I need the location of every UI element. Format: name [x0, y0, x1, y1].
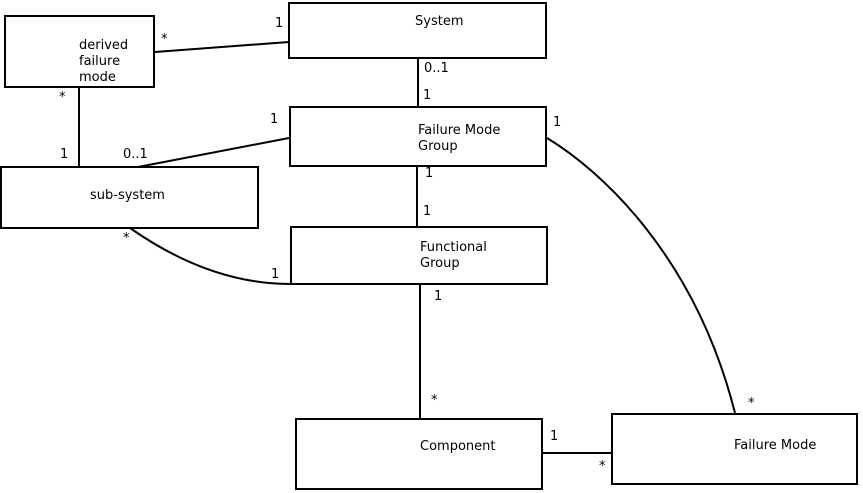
multiplicity-failure-mode-group--failure-mode-target: *: [748, 396, 755, 411]
multiplicity-system--failure-mode-group-source: 0..1: [424, 61, 449, 76]
multiplicity-component--failure-mode-target: *: [599, 459, 606, 474]
entity-system: System: [288, 2, 547, 59]
entity-failure-mode: Failure Mode: [611, 413, 858, 485]
multiplicity-functional-group--component-source: 1: [434, 289, 443, 304]
entity-system-label: System: [415, 14, 464, 29]
multiplicity-sub-system--functional-group-source: *: [123, 231, 130, 246]
multiplicity-failure-mode-group--sub-system-target: 0..1: [123, 147, 148, 162]
entity-component-label: Component: [420, 439, 496, 454]
entity-functional-group-label: Functional Group: [420, 240, 487, 271]
multiplicity-system--failure-mode-group-target: 1: [423, 88, 432, 103]
multiplicity-failure-mode-group--failure-mode-source: 1: [553, 115, 562, 130]
entity-sub-system: sub-system: [0, 166, 259, 229]
entity-functional-group: Functional Group: [290, 226, 548, 285]
assoc-line-sub-system--functional-group: [129, 227, 291, 285]
multiplicity-failure-mode-group--functional-group-target: 1: [423, 204, 432, 219]
entity-component: Component: [295, 418, 543, 490]
entity-failure-mode-group-label: Failure Mode Group: [418, 123, 501, 154]
entity-failure-mode-group: Failure Mode Group: [289, 106, 547, 167]
entity-derived-failure-mode: derived failure mode: [4, 15, 155, 88]
assoc-line-system--derived-failure-mode: [154, 41, 290, 53]
multiplicity-sub-system--functional-group-target: 1: [271, 267, 280, 282]
entity-failure-mode-label: Failure Mode: [734, 438, 817, 453]
multiplicity-system--derived-failure-mode-target: *: [161, 32, 168, 47]
multiplicity-component--failure-mode-source: 1: [550, 429, 559, 444]
assoc-line-failure-mode-group--failure-mode: [546, 137, 736, 414]
multiplicity-functional-group--component-target: *: [431, 393, 438, 408]
multiplicity-system--derived-failure-mode-source: 1: [275, 16, 284, 31]
assoc-line-failure-mode-group--sub-system: [137, 137, 290, 168]
multiplicity-derived-failure-mode--sub-system-source: *: [59, 90, 66, 105]
multiplicity-failure-mode-group--sub-system-source: 1: [270, 112, 279, 127]
entity-sub-system-label: sub-system: [90, 188, 165, 203]
multiplicity-derived-failure-mode--sub-system-target: 1: [60, 147, 69, 162]
multiplicity-failure-mode-group--functional-group-source: 1: [425, 166, 434, 181]
entity-derived-failure-mode-label: derived failure mode: [79, 38, 129, 85]
